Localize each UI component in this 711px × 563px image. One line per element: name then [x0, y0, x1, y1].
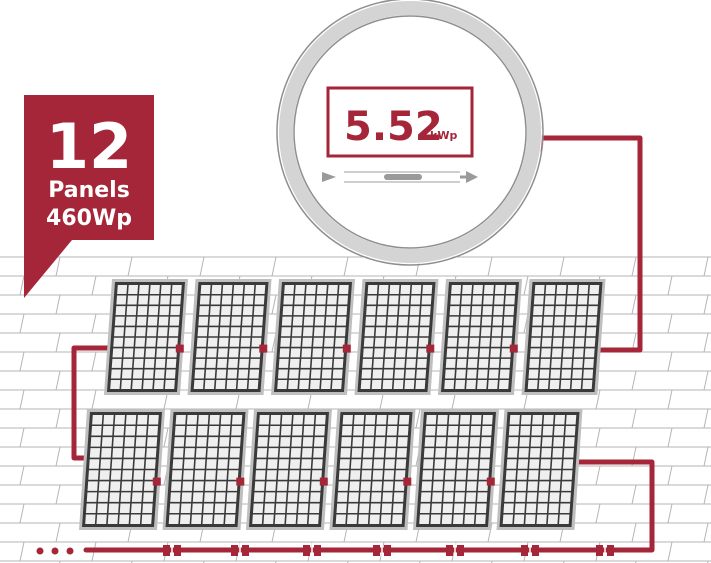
- cable-connector: [373, 543, 391, 558]
- panel-connector: [259, 344, 268, 353]
- solar-panel: [521, 279, 606, 395]
- ellipsis-icon: [36, 547, 74, 555]
- cable-connector: [596, 543, 614, 558]
- cable-connector: [231, 543, 249, 558]
- power-meter: 5.52 kWp: [276, 0, 544, 266]
- panel-connector: [319, 477, 328, 486]
- panel-wattage: 460Wp: [46, 206, 132, 231]
- solar-panel: [329, 409, 416, 530]
- flow-arrow-icon: [322, 171, 478, 183]
- solar-panel: [162, 409, 249, 530]
- solar-panel: [187, 279, 272, 395]
- panel-label: Panels: [48, 178, 130, 203]
- solar-panel: [438, 279, 522, 395]
- panel-connector: [342, 344, 351, 353]
- cable-connector: [303, 543, 321, 558]
- solar-panel: [354, 279, 439, 395]
- cable-connector: [163, 543, 181, 558]
- panel-connector: [486, 477, 495, 486]
- panel-connector: [152, 477, 161, 486]
- cable-connectors: [163, 543, 614, 558]
- solar-panel: [413, 409, 499, 530]
- solar-panel-array: [79, 279, 606, 530]
- cable-connector: [521, 543, 539, 558]
- solar-panel: [246, 409, 332, 530]
- meter-unit: kWp: [430, 129, 457, 142]
- panel-connector: [426, 344, 435, 353]
- panel-connector: [175, 344, 184, 353]
- panel-connector: [509, 344, 518, 353]
- solar-panel: [271, 279, 355, 395]
- meter-display: [326, 86, 474, 158]
- panel-count-badge: 12 Panels 460Wp: [24, 95, 154, 298]
- panel-connector: [403, 477, 412, 486]
- cable-connector: [446, 543, 464, 558]
- solar-panel: [104, 279, 188, 395]
- solar-panel: [496, 409, 583, 530]
- panel-connector: [236, 477, 245, 486]
- panel-count: 12: [46, 110, 132, 183]
- meter-value: 5.52: [344, 104, 443, 150]
- solar-panel: [79, 409, 165, 530]
